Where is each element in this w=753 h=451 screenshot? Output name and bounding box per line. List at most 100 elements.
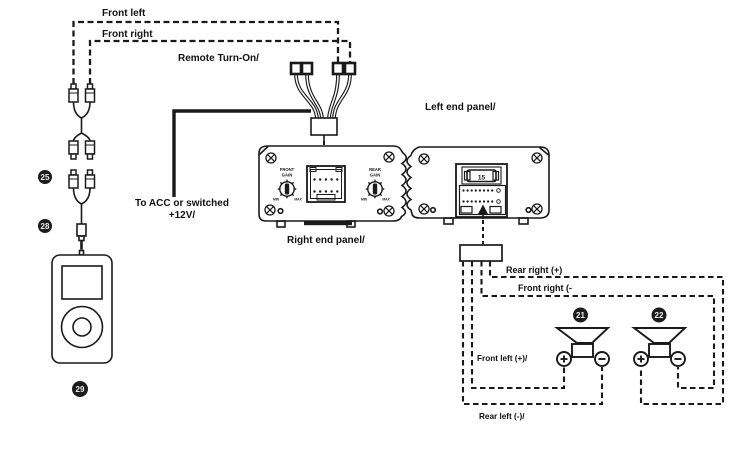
speaker-magnet bbox=[571, 343, 594, 358]
corner-chamfer bbox=[258, 145, 269, 156]
socket-tab bbox=[316, 194, 336, 201]
rca-plug-icon bbox=[343, 61, 357, 76]
screw-icon bbox=[264, 204, 276, 216]
screw-icon bbox=[383, 205, 395, 217]
fuse-rating-label: 15 bbox=[478, 175, 486, 182]
front-gain-label-line2: GAIN bbox=[282, 173, 292, 178]
pin-hole bbox=[496, 199, 501, 204]
socket-latch bbox=[309, 167, 317, 172]
badge-25-number: 25 bbox=[41, 173, 50, 182]
remote-turn-on-wire: Remote Turn-On/ To ACC or switched +12V/ bbox=[135, 53, 311, 221]
badge-28 bbox=[38, 219, 52, 233]
rca-plug-icon bbox=[68, 169, 79, 189]
panel-hole bbox=[429, 206, 437, 214]
speaker-magnet bbox=[648, 343, 671, 358]
ipod: 29 bbox=[51, 249, 113, 397]
harness-wire-core bbox=[333, 73, 351, 119]
screw-icon bbox=[418, 153, 430, 165]
power-wire bbox=[172, 109, 311, 197]
ipod-body bbox=[51, 254, 113, 364]
socket-pins bbox=[313, 178, 339, 193]
wire-rear-right-pos bbox=[488, 261, 725, 406]
panel-hole bbox=[376, 208, 384, 215]
rca-extension-cable: 25 bbox=[38, 83, 96, 184]
rca-jack-icon bbox=[84, 140, 96, 160]
harness-wire-core bbox=[306, 73, 323, 119]
rear-gain-max-label: MAX bbox=[382, 198, 390, 202]
front-left-label: Front left bbox=[102, 8, 146, 19]
amp-left-end-panel: Left end panel/ 15 bbox=[406, 102, 550, 244]
screw-icon bbox=[418, 203, 430, 215]
harness-wire-core bbox=[295, 73, 318, 119]
panel-hole bbox=[525, 206, 532, 214]
corner-chamfer bbox=[538, 146, 550, 156]
ipod-center-button bbox=[72, 317, 92, 337]
badge-28-number: 28 bbox=[41, 222, 50, 231]
rca-plug-icon bbox=[331, 61, 345, 76]
head-unit-wires: Front left Front right bbox=[72, 8, 352, 84]
badge-22-number: 22 bbox=[655, 311, 664, 320]
badge-21 bbox=[573, 307, 588, 323]
amp-foot bbox=[443, 217, 454, 225]
pin-hole bbox=[496, 188, 501, 193]
rca-plug-icon bbox=[68, 83, 79, 103]
badge-29-number: 29 bbox=[76, 385, 85, 394]
rear-left-neg-label: Rear left (-)/ bbox=[479, 412, 525, 421]
connector-tab bbox=[489, 205, 502, 214]
minijack-collar bbox=[78, 235, 85, 242]
wire-front-right bbox=[88, 39, 352, 84]
rca-plug-icon bbox=[289, 61, 303, 76]
amp-foot bbox=[276, 220, 286, 228]
harness-connector-block bbox=[310, 117, 338, 136]
screw-icon bbox=[383, 151, 395, 163]
badge-21-number: 21 bbox=[576, 311, 585, 320]
front-gain-max-label: MAX bbox=[294, 198, 302, 202]
ipod-screen bbox=[61, 265, 103, 300]
speaker-22: 22 bbox=[631, 307, 688, 367]
speaker-cone bbox=[554, 327, 611, 344]
front-right-label: Front right bbox=[102, 29, 153, 40]
amp-right-end-panel: FRONT GAIN MIN MAX REAR GAIN MIN MAX Rig… bbox=[258, 145, 408, 246]
fuse-holder bbox=[461, 166, 502, 185]
rca-plug-icon bbox=[84, 83, 96, 103]
to-acc-label-line2: +12V/ bbox=[169, 210, 196, 221]
amp-foot bbox=[518, 217, 529, 225]
minijack-tip bbox=[80, 240, 83, 250]
front-gain-knob bbox=[277, 178, 297, 200]
badge-29 bbox=[72, 381, 88, 397]
front-left-pos-label: Front left (+)/ bbox=[477, 354, 528, 363]
rear-gain-label-line1: REAR bbox=[369, 167, 381, 172]
rear-right-pos-label: Rear right (+) bbox=[506, 265, 562, 275]
wire-front-right-neg bbox=[480, 261, 716, 390]
panel-hole bbox=[277, 207, 284, 215]
screw-icon bbox=[531, 152, 543, 164]
front-gain-min-label: MIN bbox=[273, 198, 280, 202]
screw-icon bbox=[531, 203, 543, 215]
connector-pins bbox=[462, 189, 494, 203]
rear-gain-min-label: MIN bbox=[361, 198, 368, 202]
wire-front-left bbox=[72, 20, 340, 84]
remote-turn-on-label: Remote Turn-On/ bbox=[178, 53, 259, 64]
front-gain-label-line1: FRONT bbox=[280, 167, 295, 172]
badge-25 bbox=[38, 170, 52, 184]
wire-front-left-pos bbox=[470, 261, 566, 390]
harness-wire-core bbox=[328, 73, 339, 119]
connector-tab bbox=[460, 205, 473, 214]
screw-icon bbox=[265, 152, 277, 164]
rca-to-minijack-cable: 28 bbox=[38, 169, 96, 250]
fuse-body bbox=[466, 169, 497, 183]
rear-gain-label-line2: GAIN bbox=[370, 173, 380, 178]
socket-latch bbox=[335, 167, 343, 172]
wire-rear-left-neg bbox=[461, 261, 604, 406]
minijack-body bbox=[76, 223, 87, 237]
up-arrow-icon bbox=[477, 204, 489, 215]
amp-bottom-strip bbox=[304, 221, 352, 226]
badge-22 bbox=[651, 307, 667, 323]
speaker-connector-block bbox=[459, 244, 503, 262]
right-end-panel-label: Right end panel/ bbox=[287, 235, 365, 246]
rca-jack-icon bbox=[68, 140, 79, 160]
rca-plug-icon bbox=[300, 61, 314, 76]
speaker-harness: Rear right (+) Front right (- Front left… bbox=[459, 244, 725, 421]
